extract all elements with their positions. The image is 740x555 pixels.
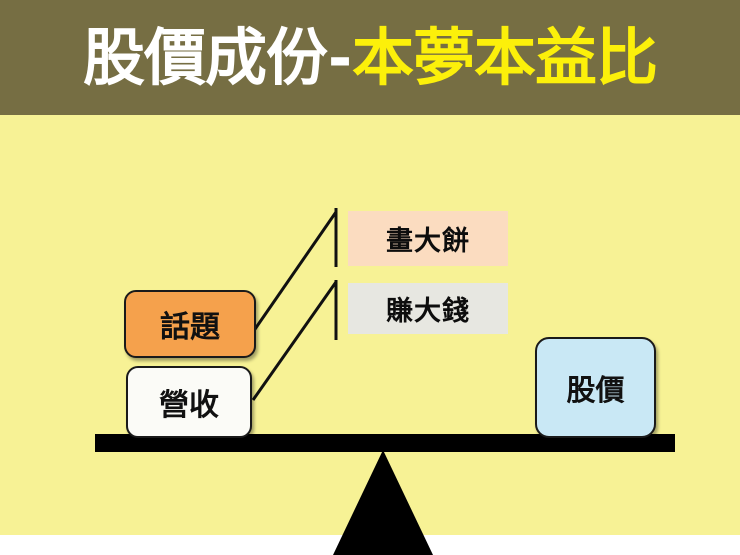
title-white-segment: 股價成份 bbox=[82, 20, 328, 94]
box-label-revenue: 營收 bbox=[159, 388, 219, 423]
balance-beam bbox=[95, 434, 675, 452]
annotation-box-money: 賺大錢 bbox=[348, 283, 508, 334]
annotation-label-money: 賺大錢 bbox=[386, 296, 470, 327]
title-dash: - bbox=[327, 23, 352, 92]
box-revenue: 營收 bbox=[126, 366, 252, 438]
fulcrum-triangle bbox=[333, 450, 433, 555]
title-yellow-segment: 本夢本益比 bbox=[352, 20, 658, 94]
box-label-topic: 話題 bbox=[160, 310, 220, 345]
title-bar: 股價成份-本夢本益比 bbox=[0, 0, 740, 115]
page-title: 股價成份-本夢本益比 bbox=[0, 0, 740, 115]
annotation-label-dream: 畫大餅 bbox=[386, 226, 470, 257]
box-topic: 話題 bbox=[124, 290, 256, 358]
box-label-stock-price: 股價 bbox=[566, 372, 625, 407]
box-stock-price: 股價 bbox=[535, 337, 656, 438]
annotation-box-dream: 畫大餅 bbox=[348, 211, 508, 266]
